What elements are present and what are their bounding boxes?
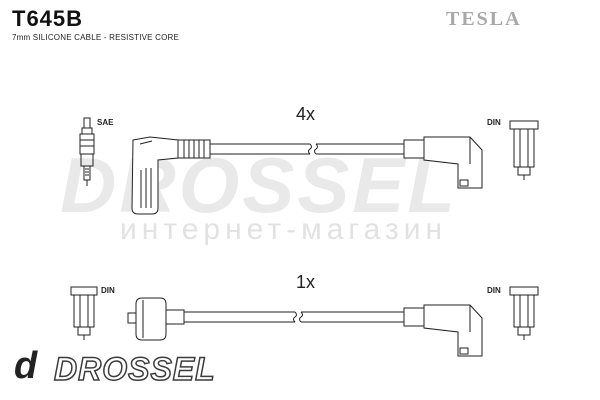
product-code: T645B	[12, 6, 84, 31]
cable-2	[184, 311, 404, 323]
connector-label-left: DIN	[101, 286, 115, 295]
din-socket-icon	[509, 120, 539, 180]
connector-label-right: DIN	[487, 286, 501, 295]
cable-1	[210, 143, 404, 155]
connector-label-right: DIN	[487, 118, 501, 127]
din-socket-icon-right	[509, 286, 539, 340]
product-description: 7mm SILICONE CABLE - RESISTIVE CORE	[12, 33, 180, 42]
brand-logo: TESLA	[446, 8, 522, 30]
drossel-logo-icon: d	[14, 345, 38, 387]
angled-connector-din	[403, 136, 483, 189]
connector-label-left: SAE	[97, 118, 114, 127]
angled-boot-sae	[131, 136, 211, 215]
din-socket-icon-left	[70, 286, 98, 340]
quantity-label: 1x	[296, 272, 316, 292]
straight-connector	[127, 297, 185, 341]
spark-plug-icon	[79, 117, 95, 186]
watermark-name: DROSSEL	[60, 141, 459, 229]
watermark-subtitle: интернет-магазин	[120, 213, 448, 246]
angled-connector-din-2	[403, 304, 483, 357]
drossel-logo: DROSSEL	[53, 350, 216, 388]
quantity-label: 4x	[296, 104, 316, 124]
